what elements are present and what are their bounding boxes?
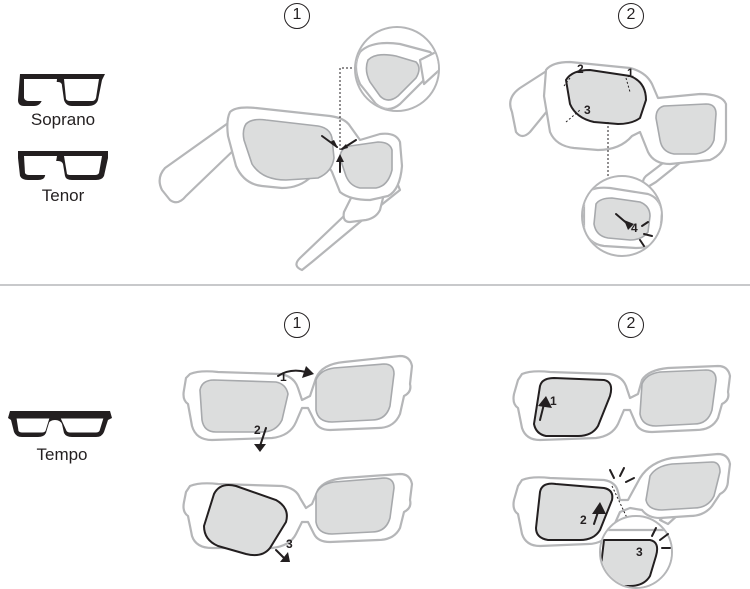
tempo-glasses-icon (8, 411, 112, 437)
step-marker-bottom-1: 1 (284, 312, 310, 338)
step-marker-top-1: 1 (284, 3, 310, 29)
top-step2-detail-inset (581, 175, 663, 257)
top-step1-detail-inset (354, 26, 440, 112)
callout-2-top: 2 (577, 62, 584, 76)
model-label-tempo: Tempo (36, 445, 88, 464)
callout-2-bottom2: 2 (580, 513, 587, 527)
callout-3-bottom2: 3 (636, 545, 643, 559)
bottom-step2-glasses-upper (512, 364, 732, 442)
callout-2-bottom1: 2 (254, 423, 261, 437)
callout-3-top: 3 (584, 103, 591, 117)
model-label-tenor: Tenor (41, 186, 85, 205)
callout-4-top: 4 (631, 221, 638, 235)
callout-1-top: 1 (627, 66, 634, 80)
callout-1-bottom2: 1 (550, 394, 557, 408)
model-label-soprano: Soprano (30, 110, 96, 129)
bottom-step1-glasses-upper (182, 354, 414, 452)
bottom-step2-glasses-lower (512, 452, 732, 548)
bottom-step1-glasses-lower (182, 472, 414, 562)
tenor-glasses-icon (18, 151, 108, 180)
callout-1-bottom1: 1 (280, 370, 287, 384)
top-step2-glasses (509, 60, 728, 190)
step-marker-top-2: 2 (618, 3, 644, 29)
callout-3-bottom1: 3 (286, 537, 293, 551)
top-step1-glasses (158, 67, 404, 272)
bottom-step2-detail-inset (599, 515, 673, 589)
soprano-glasses-icon (18, 74, 105, 106)
step-marker-bottom-2: 2 (618, 312, 644, 338)
